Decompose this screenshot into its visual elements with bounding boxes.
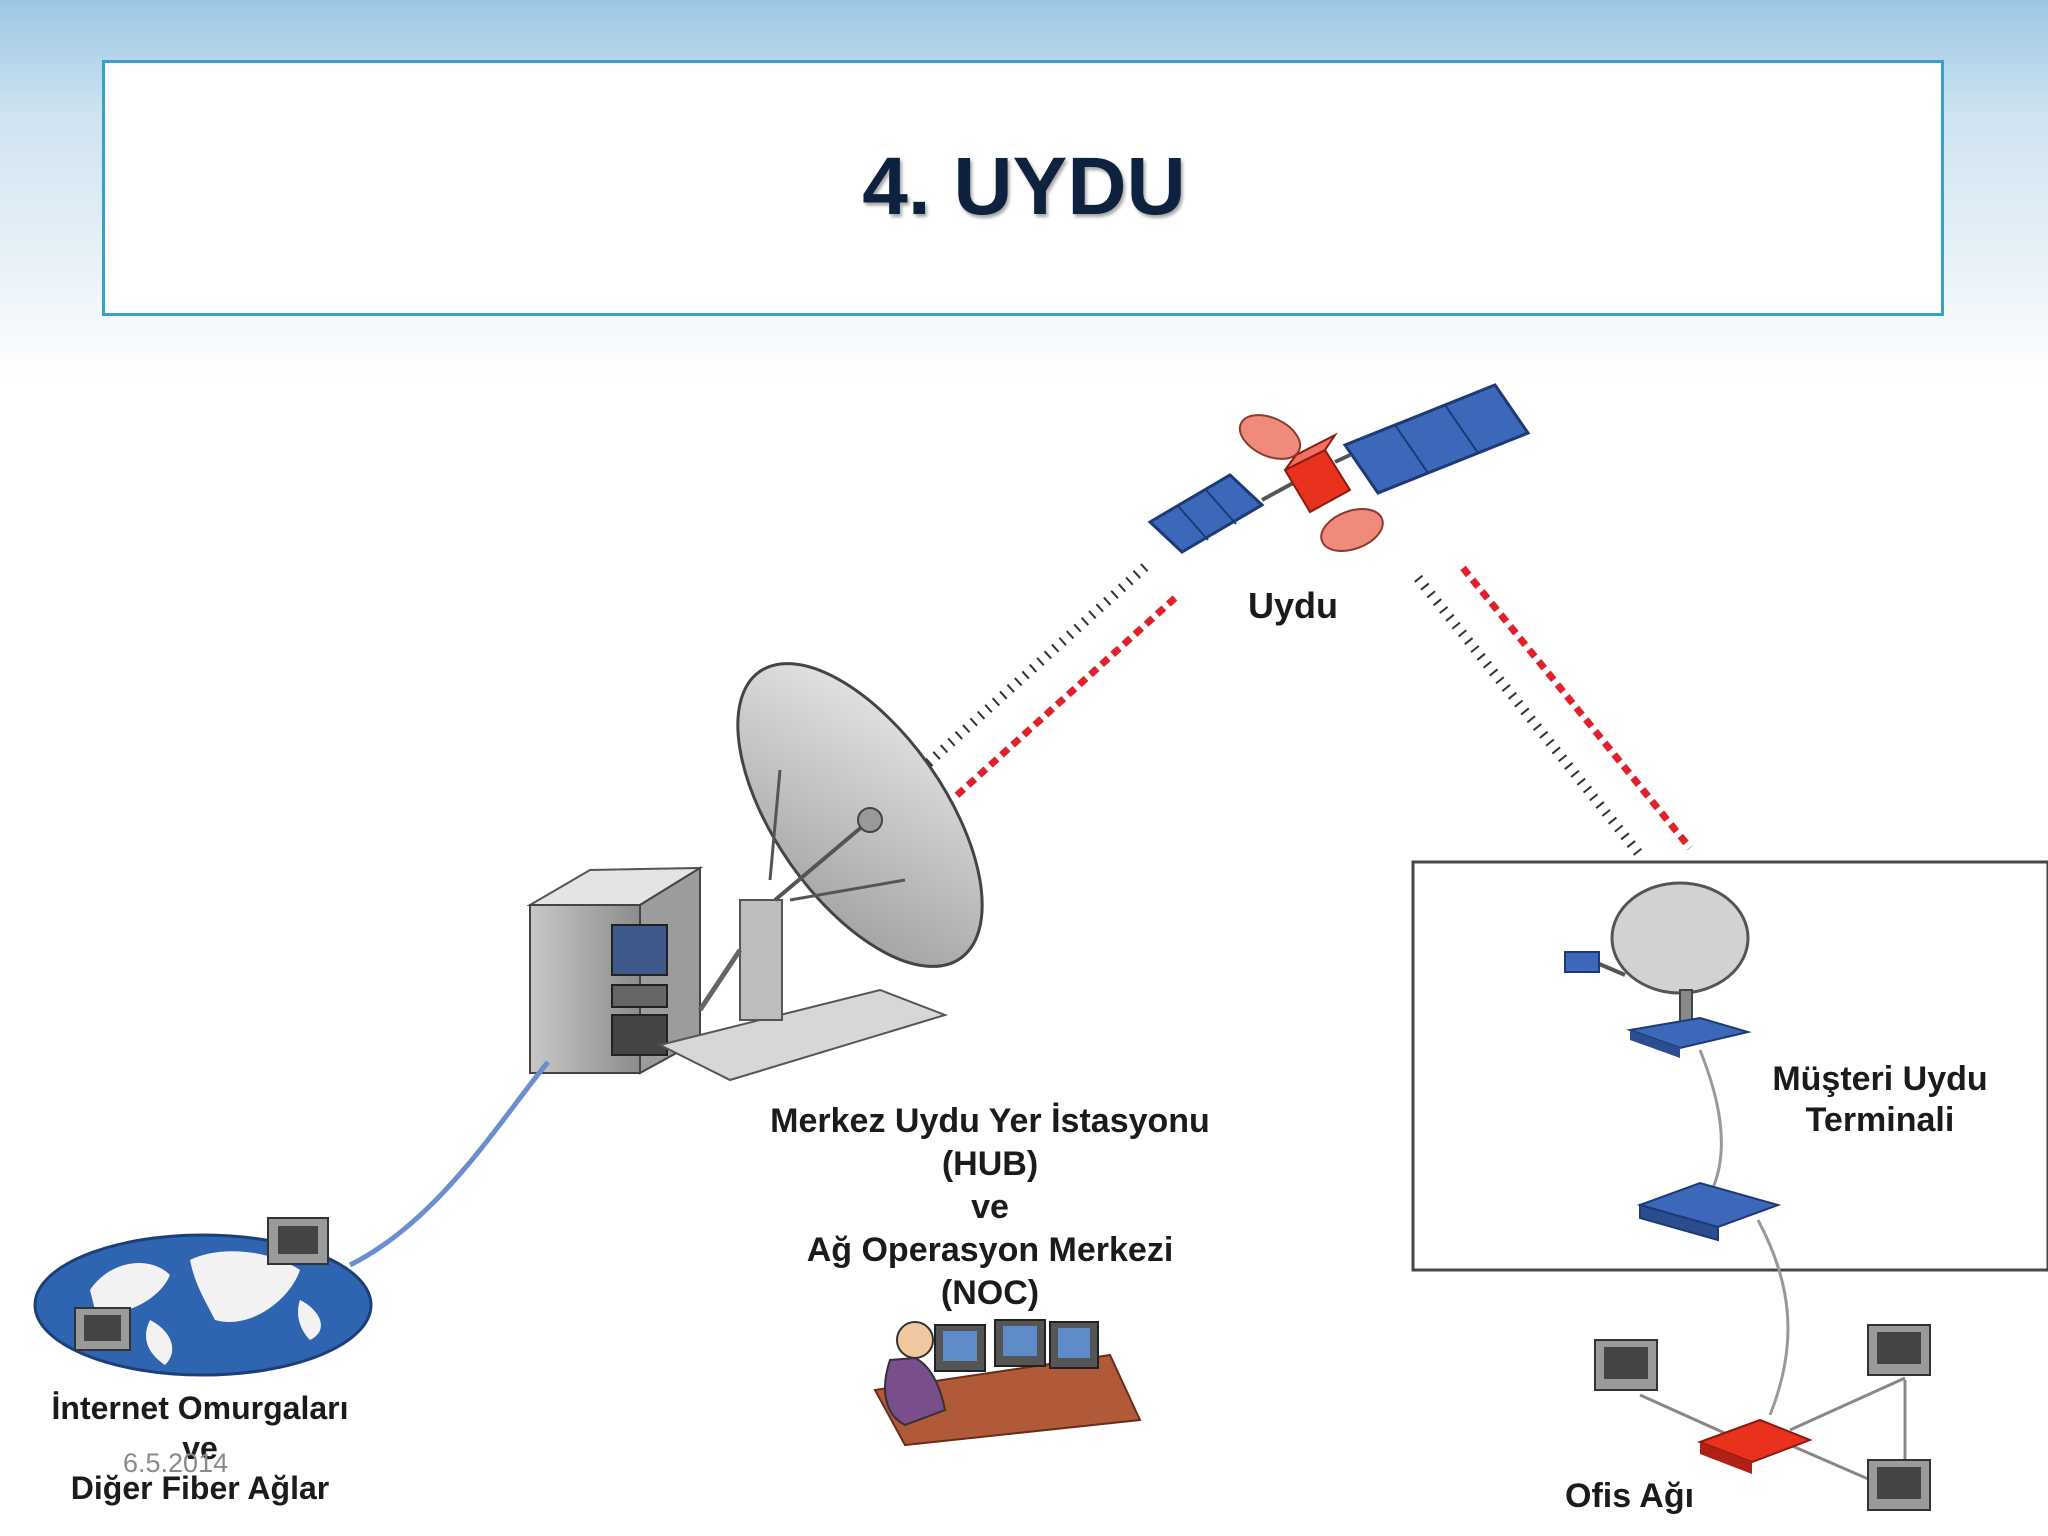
uplink-signal xyxy=(921,563,1178,800)
terminal-cable xyxy=(1698,1049,1723,1191)
terminal-label-line2: Terminali xyxy=(1805,1101,1955,1139)
hub-label-line3: ve xyxy=(971,1188,1009,1226)
internet-label-line3: Diğer Fiber Ağlar xyxy=(70,1470,330,1506)
customer-dish-icon xyxy=(1564,881,1752,1058)
slide-title: 4. UYDU xyxy=(862,141,1186,232)
internet-label-line1: İnternet Omurgaları xyxy=(51,1390,349,1426)
downlink-signal xyxy=(1414,565,1693,859)
internet-label-line2: ve xyxy=(182,1430,218,1466)
office-network-icon xyxy=(1594,1324,1931,1511)
server-rack-icon xyxy=(526,866,704,1075)
satellite-icon xyxy=(1147,383,1531,554)
terminal-label-line1: Müşteri Uydu xyxy=(1772,1060,1988,1098)
noc-operator-icon xyxy=(873,1319,1142,1447)
globe-icon xyxy=(33,1217,373,1377)
title-box xyxy=(102,60,1944,316)
footer-date: 6.5.2014 xyxy=(123,1448,229,1478)
hub-label-line2: (HUB) xyxy=(941,1145,1039,1183)
customer-terminal-box xyxy=(1411,860,2048,1272)
hub-label-line1: Merkez Uydu Yer İstasyonu xyxy=(770,1102,1210,1140)
office-network-label: Ofis Ağı xyxy=(1565,1477,1695,1515)
office-cable xyxy=(1756,1219,1790,1416)
hub-label-line4: Ağ Operasyon Merkezi xyxy=(806,1231,1174,1269)
satellite-label: Uydu xyxy=(1248,585,1338,626)
satellite-modem-icon xyxy=(1636,1181,1782,1242)
fiber-cable xyxy=(348,1060,550,1268)
hub-dish-icon xyxy=(657,662,984,1082)
hub-label-line5: (NOC) xyxy=(940,1274,1040,1312)
